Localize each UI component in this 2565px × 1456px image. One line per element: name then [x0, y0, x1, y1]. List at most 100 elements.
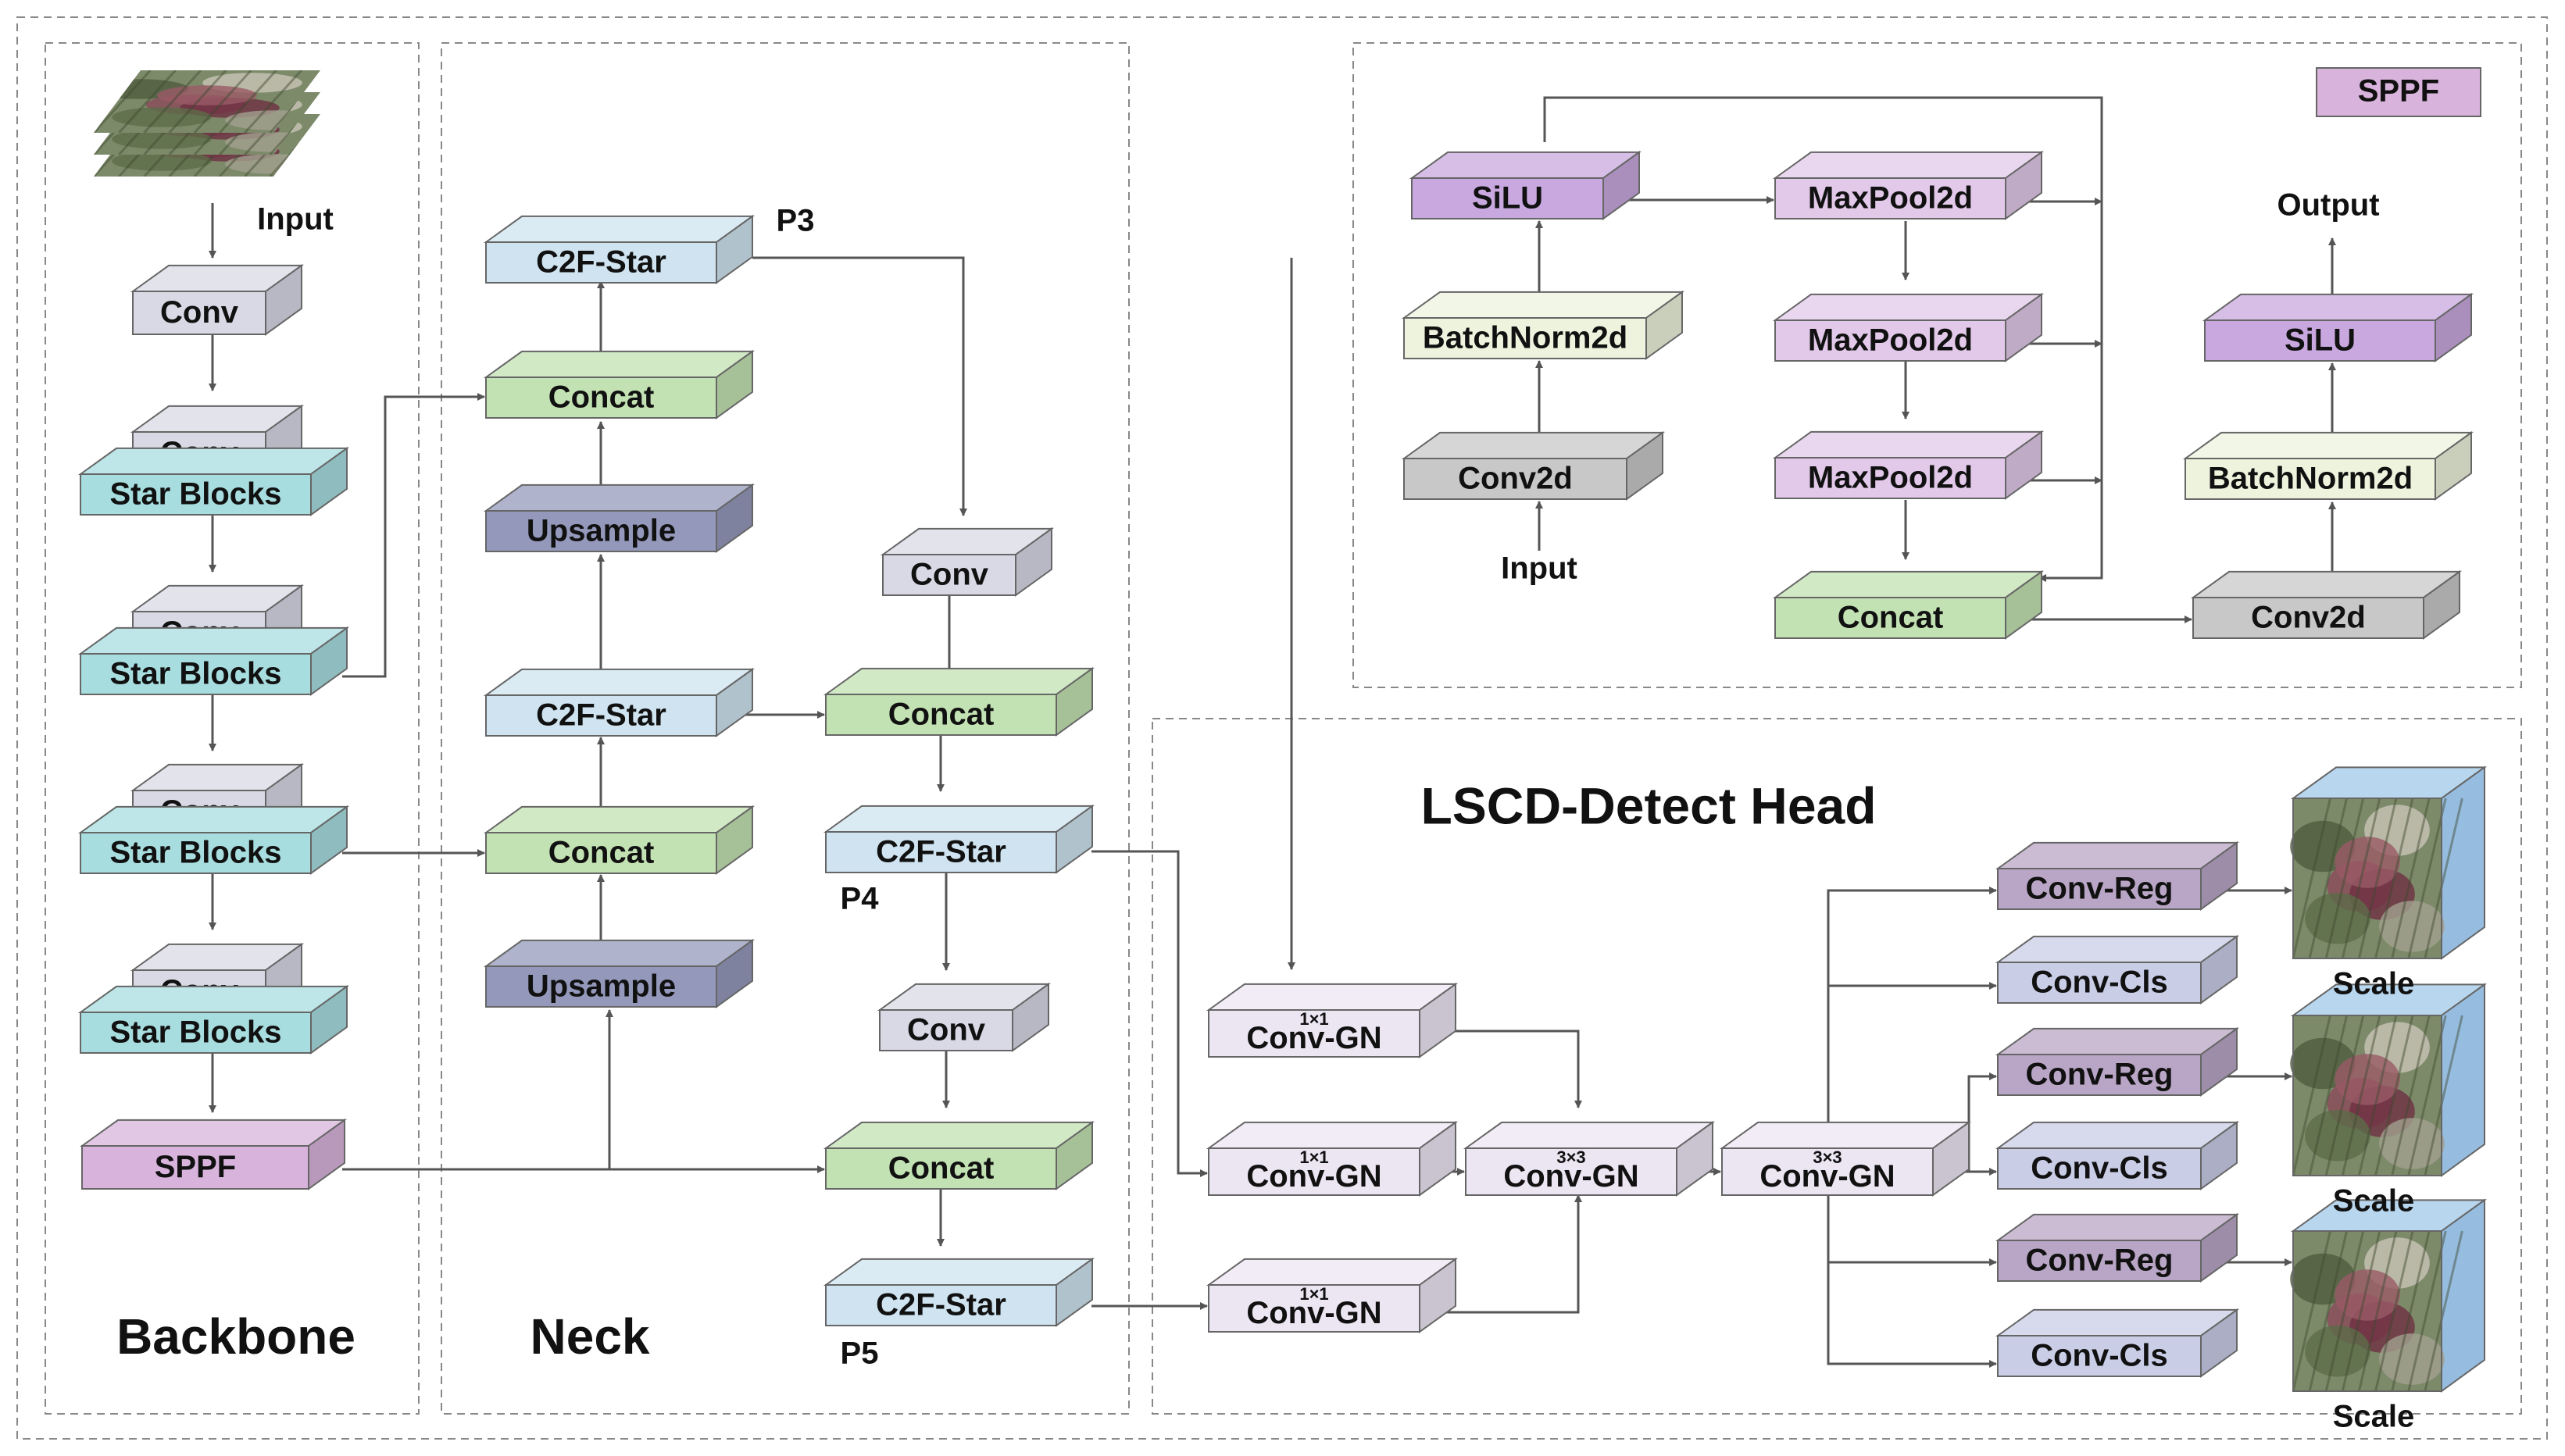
scale-photo-3-stem — [2374, 1230, 2414, 1392]
scale-photo-1-patch — [2379, 901, 2445, 952]
scale-photo-3-patch — [2379, 1333, 2445, 1385]
sppf-batchnorm-2-label: BatchNorm2d — [2208, 462, 2413, 496]
neck-concat-1-front — [485, 376, 717, 419]
arrow-p4-gn2 — [1091, 850, 1208, 1177]
neck-upsample-2: Upsample — [483, 938, 756, 1008]
sppf-silu-2-label: SiLU — [2285, 323, 2356, 358]
sppf-maxpool-2-top — [1772, 293, 2045, 321]
scale-photo-1-stem — [2292, 798, 2331, 959]
backbone-star-blocks-2: Star Blocks — [77, 626, 350, 696]
cube-front — [2292, 1015, 2442, 1176]
neck-upsample-1-label: Upsample — [527, 514, 676, 548]
scale-photo-3-stem — [2341, 1230, 2381, 1392]
neck-conv-1-label: Conv — [910, 558, 989, 592]
neck-c2f-star-p3-label: C2F-Star — [536, 245, 666, 280]
head-conv-gn-shared-1: Conv-GN3×3 — [1463, 1120, 1716, 1197]
neck-upsample-2-front — [485, 965, 717, 1008]
scale-photo-2-stem — [2308, 1015, 2349, 1176]
head-conv-cls-3-label: Conv-Cls — [2031, 1339, 2168, 1373]
sppf-maxpool-1-label: MaxPool2d — [1808, 181, 1973, 216]
backbone-star-blocks-3-top — [77, 805, 350, 833]
neck-title: Neck — [531, 1308, 650, 1365]
head-title: LSCD-Detect Head — [1420, 776, 1876, 834]
input-photo-stem — [168, 70, 227, 133]
backbone-title: Backbone — [116, 1308, 355, 1365]
head-conv-reg-2: Conv-Reg — [1995, 1026, 2240, 1097]
scale-photo-3-patch — [2305, 1325, 2370, 1377]
neck-concat-4-front — [825, 1147, 1057, 1190]
neck-c2f-star-mid-label: C2F-Star — [536, 698, 666, 733]
sppf-batchnorm-1-front — [1403, 317, 1647, 359]
neck-concat-3: Concat — [823, 666, 1095, 737]
scale-label-1: Scale — [2333, 967, 2415, 1001]
sppf-conv2d-2-top — [2190, 570, 2463, 598]
neck-c2f-star-mid-front — [485, 694, 717, 737]
arrow-shared2-reg1 — [1827, 887, 1997, 1148]
head-conv-cls-3-front — [1997, 1335, 2202, 1377]
neck-concat-4-label: Concat — [888, 1151, 995, 1186]
sppf-silu-1-top — [1409, 151, 1642, 179]
arrow-shared2-cls3 — [1827, 1195, 1997, 1368]
sppf-silu-2-top — [2202, 293, 2474, 321]
neck-p4-label: P4 — [841, 882, 880, 916]
head-conv-reg-3-front — [1997, 1240, 2202, 1282]
head-conv-reg-1-top — [1995, 841, 2240, 869]
scale-photo-2-stem — [2324, 1015, 2365, 1176]
neck-conv-1: Conv — [880, 526, 1055, 597]
sppf-maxpool-1: MaxPool2d — [1772, 150, 2045, 220]
sppf-legend-box — [2316, 67, 2481, 117]
neck-upsample-2-label: Upsample — [527, 969, 676, 1004]
sppf-silu-1-label: SiLU — [1472, 181, 1543, 216]
head-conv-gn-p4-top — [1206, 1121, 1459, 1149]
scale-photo-2-stem — [2391, 1015, 2431, 1176]
sppf-conv2d-1: Conv2d — [1401, 430, 1666, 501]
head-conv-gn-shared-1-top — [1463, 1121, 1716, 1149]
scale-photo-2-stem — [2292, 1015, 2331, 1176]
sppf-maxpool-1-front — [1774, 177, 2006, 219]
neck-c2f-star-p5: C2F-Star — [823, 1257, 1095, 1327]
neck-conv-1-front — [882, 554, 1016, 596]
head-conv-cls-2: Conv-Cls — [1995, 1120, 2240, 1190]
neck-c2f-star-p4-top — [823, 805, 1095, 833]
scale-photo-2 — [2290, 1015, 2463, 1176]
sppf-maxpool-3: MaxPool2d — [1772, 430, 2045, 500]
neck-concat-3-front — [825, 694, 1057, 736]
input-photo-stem — [94, 70, 152, 133]
sppf-conv2d-2-label: Conv2d — [2251, 601, 2366, 635]
neck-c2f-star-p3-top — [483, 215, 756, 243]
sppf-conv2d-1-top — [1401, 431, 1666, 459]
scale-photo-3-patch — [2335, 1269, 2400, 1321]
sppf-batchnorm-1-top — [1401, 291, 1685, 319]
neck-concat-4-top — [823, 1121, 1095, 1149]
neck-c2f-star-p5-front — [825, 1284, 1057, 1326]
head-conv-reg-3-top — [1995, 1213, 2240, 1241]
scale-photo-2-stem — [2357, 1015, 2398, 1176]
sppf-batchnorm-2: BatchNorm2d — [2182, 430, 2474, 501]
scale-photo-3-stem — [2292, 1230, 2331, 1392]
sppf-frame — [1352, 42, 2522, 688]
scale-photo-3-stem — [2357, 1230, 2398, 1392]
head-conv-reg-2-label: Conv-Reg — [2026, 1058, 2174, 1092]
scale-output-cube-1 — [2290, 765, 2488, 960]
sppf-batchnorm-2-top — [2182, 431, 2474, 459]
input-photo-stem — [118, 70, 177, 133]
neck-concat-4: Concat — [823, 1120, 1095, 1190]
head-conv-gn-p5: Conv-GN1×1 — [1206, 1257, 1459, 1333]
sppf-concat-label: Concat — [1838, 601, 1944, 635]
backbone-star-blocks-1: Star Blocks — [77, 446, 350, 516]
input-photo-stem — [218, 70, 277, 133]
head-conv-reg-2-top — [1995, 1027, 2240, 1055]
head-conv-gn-p5-top — [1206, 1258, 1459, 1286]
head-conv-cls-2-label: Conv-Cls — [2031, 1151, 2168, 1186]
scale-photo-2-patch — [2335, 1054, 2400, 1105]
scale-photo-2-stem — [2407, 1015, 2447, 1176]
scale-label-2: Scale — [2333, 1184, 2415, 1219]
neck-c2f-star-p5-label: C2F-Star — [876, 1288, 1006, 1322]
head-conv-gn-shared-2-kernel: 3×3 — [1813, 1147, 1842, 1167]
head-frame — [1152, 718, 2522, 1415]
head-conv-gn-p4-kernel: 1×1 — [1299, 1147, 1328, 1167]
sppf-concat-front — [1774, 597, 2006, 639]
neck-c2f-star-p3: C2F-Star — [483, 214, 756, 284]
scale-photo-1 — [2290, 798, 2463, 959]
sppf-silu-1: SiLU — [1409, 150, 1642, 220]
